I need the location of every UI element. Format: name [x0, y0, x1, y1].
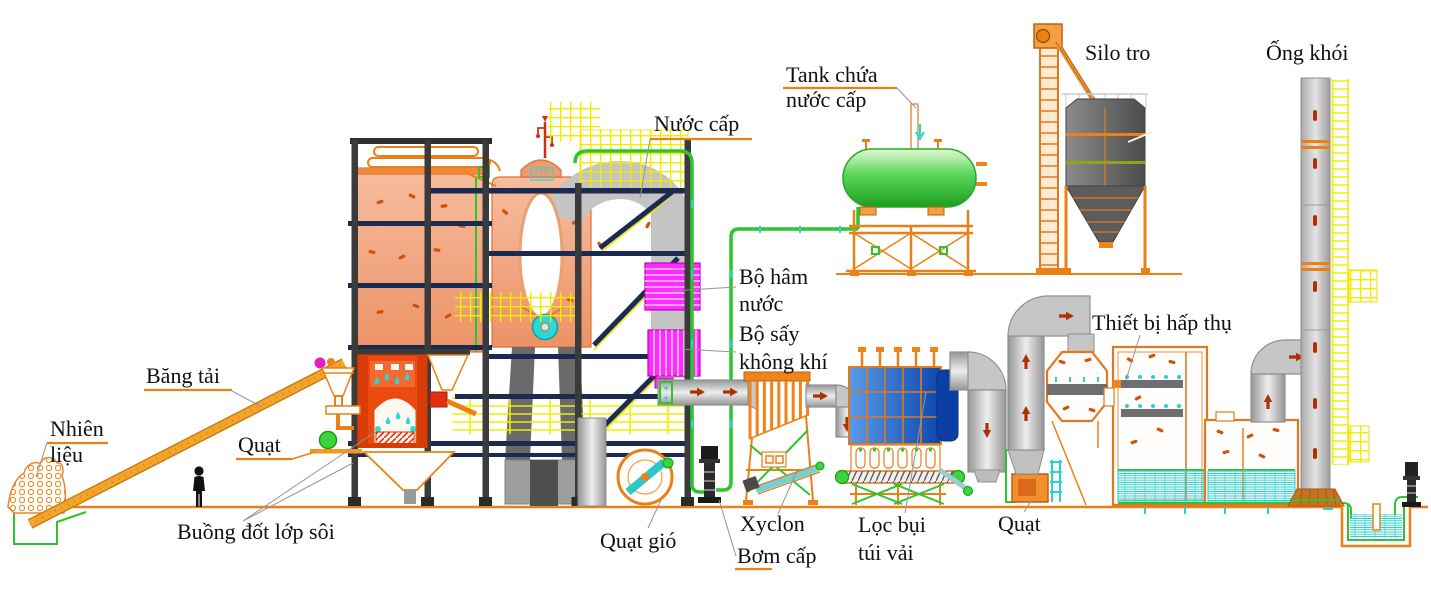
label-feed-pump: Bơm cấp — [737, 543, 816, 568]
pit-pump — [1402, 462, 1421, 507]
fuel-conveyor — [27, 358, 347, 529]
settling-chamber — [1203, 411, 1300, 507]
boiler-drum-house — [355, 167, 487, 353]
label-stack: Ống khói — [1266, 40, 1349, 65]
ash-silo — [1062, 93, 1153, 273]
person-figure — [193, 466, 205, 507]
chimney-ladder — [1331, 79, 1378, 465]
bag-filter-legs — [850, 483, 946, 505]
label-air-preheater-line2: không khí — [739, 349, 828, 374]
label-fuel-line1: Nhiên — [50, 416, 104, 441]
floor-beams — [348, 138, 692, 457]
duct-to-chimney — [1250, 339, 1313, 423]
label-bag-filter-line2: túi vải — [858, 540, 914, 565]
filter-bags — [855, 447, 936, 469]
fuel-pile — [7, 456, 67, 514]
fuel-feeder — [426, 354, 478, 417]
label-air-preheater-line1: Bộ sấy — [739, 321, 800, 346]
label-conveyor: Băng tải — [146, 363, 220, 388]
label-economizer-line1: Bộ hâm — [739, 264, 808, 289]
feed-pump — [698, 446, 721, 503]
label-ash-silo: Silo tro — [1085, 40, 1150, 65]
ash-hopper — [361, 451, 457, 504]
feedwater-pipes — [573, 149, 860, 494]
label-fluidized-bed: Buồng đốt lớp sôi — [177, 519, 335, 544]
labels: Nhiên liệu Băng tải Quạt Buồng đốt lớp s… — [35, 40, 1349, 571]
boiler — [310, 102, 701, 506]
cyclone — [742, 371, 859, 505]
fd-fan-ball — [310, 430, 362, 454]
bucket-elevator — [1033, 23, 1101, 273]
label-fuel-line2: liệu — [50, 442, 83, 467]
air-fan — [577, 417, 674, 507]
bag-filter — [834, 347, 973, 505]
fuel-pit — [13, 507, 87, 545]
pre-scrubber — [1045, 350, 1109, 506]
label-economizer-line2: nước — [739, 291, 784, 316]
absorber — [1045, 345, 1352, 518]
label-fan-left: Quạt — [238, 432, 281, 457]
spray-chamber — [1103, 345, 1209, 507]
label-feed-water: Nước cấp — [654, 111, 739, 136]
label-bag-filter-line1: Lọc bụi — [858, 512, 926, 537]
id-fan-duct — [949, 295, 1095, 503]
label-air-fan: Quạt gió — [600, 528, 676, 553]
waste-water-pit — [1340, 496, 1418, 548]
feed-water-tank — [842, 103, 987, 276]
tank-support — [846, 210, 976, 276]
chimney — [1287, 77, 1378, 510]
label-id-fan: Quạt — [998, 511, 1041, 536]
label-feed-tank-line1: Tank chứa — [786, 62, 878, 87]
label-cyclone: Xyclon — [740, 511, 805, 536]
label-feed-tank-line2: nước cấp — [786, 87, 866, 112]
label-absorber: Thiết bị hấp thụ — [1092, 310, 1232, 335]
fuel-inlet-funnel — [314, 357, 361, 430]
combustion-chamber — [352, 349, 470, 448]
